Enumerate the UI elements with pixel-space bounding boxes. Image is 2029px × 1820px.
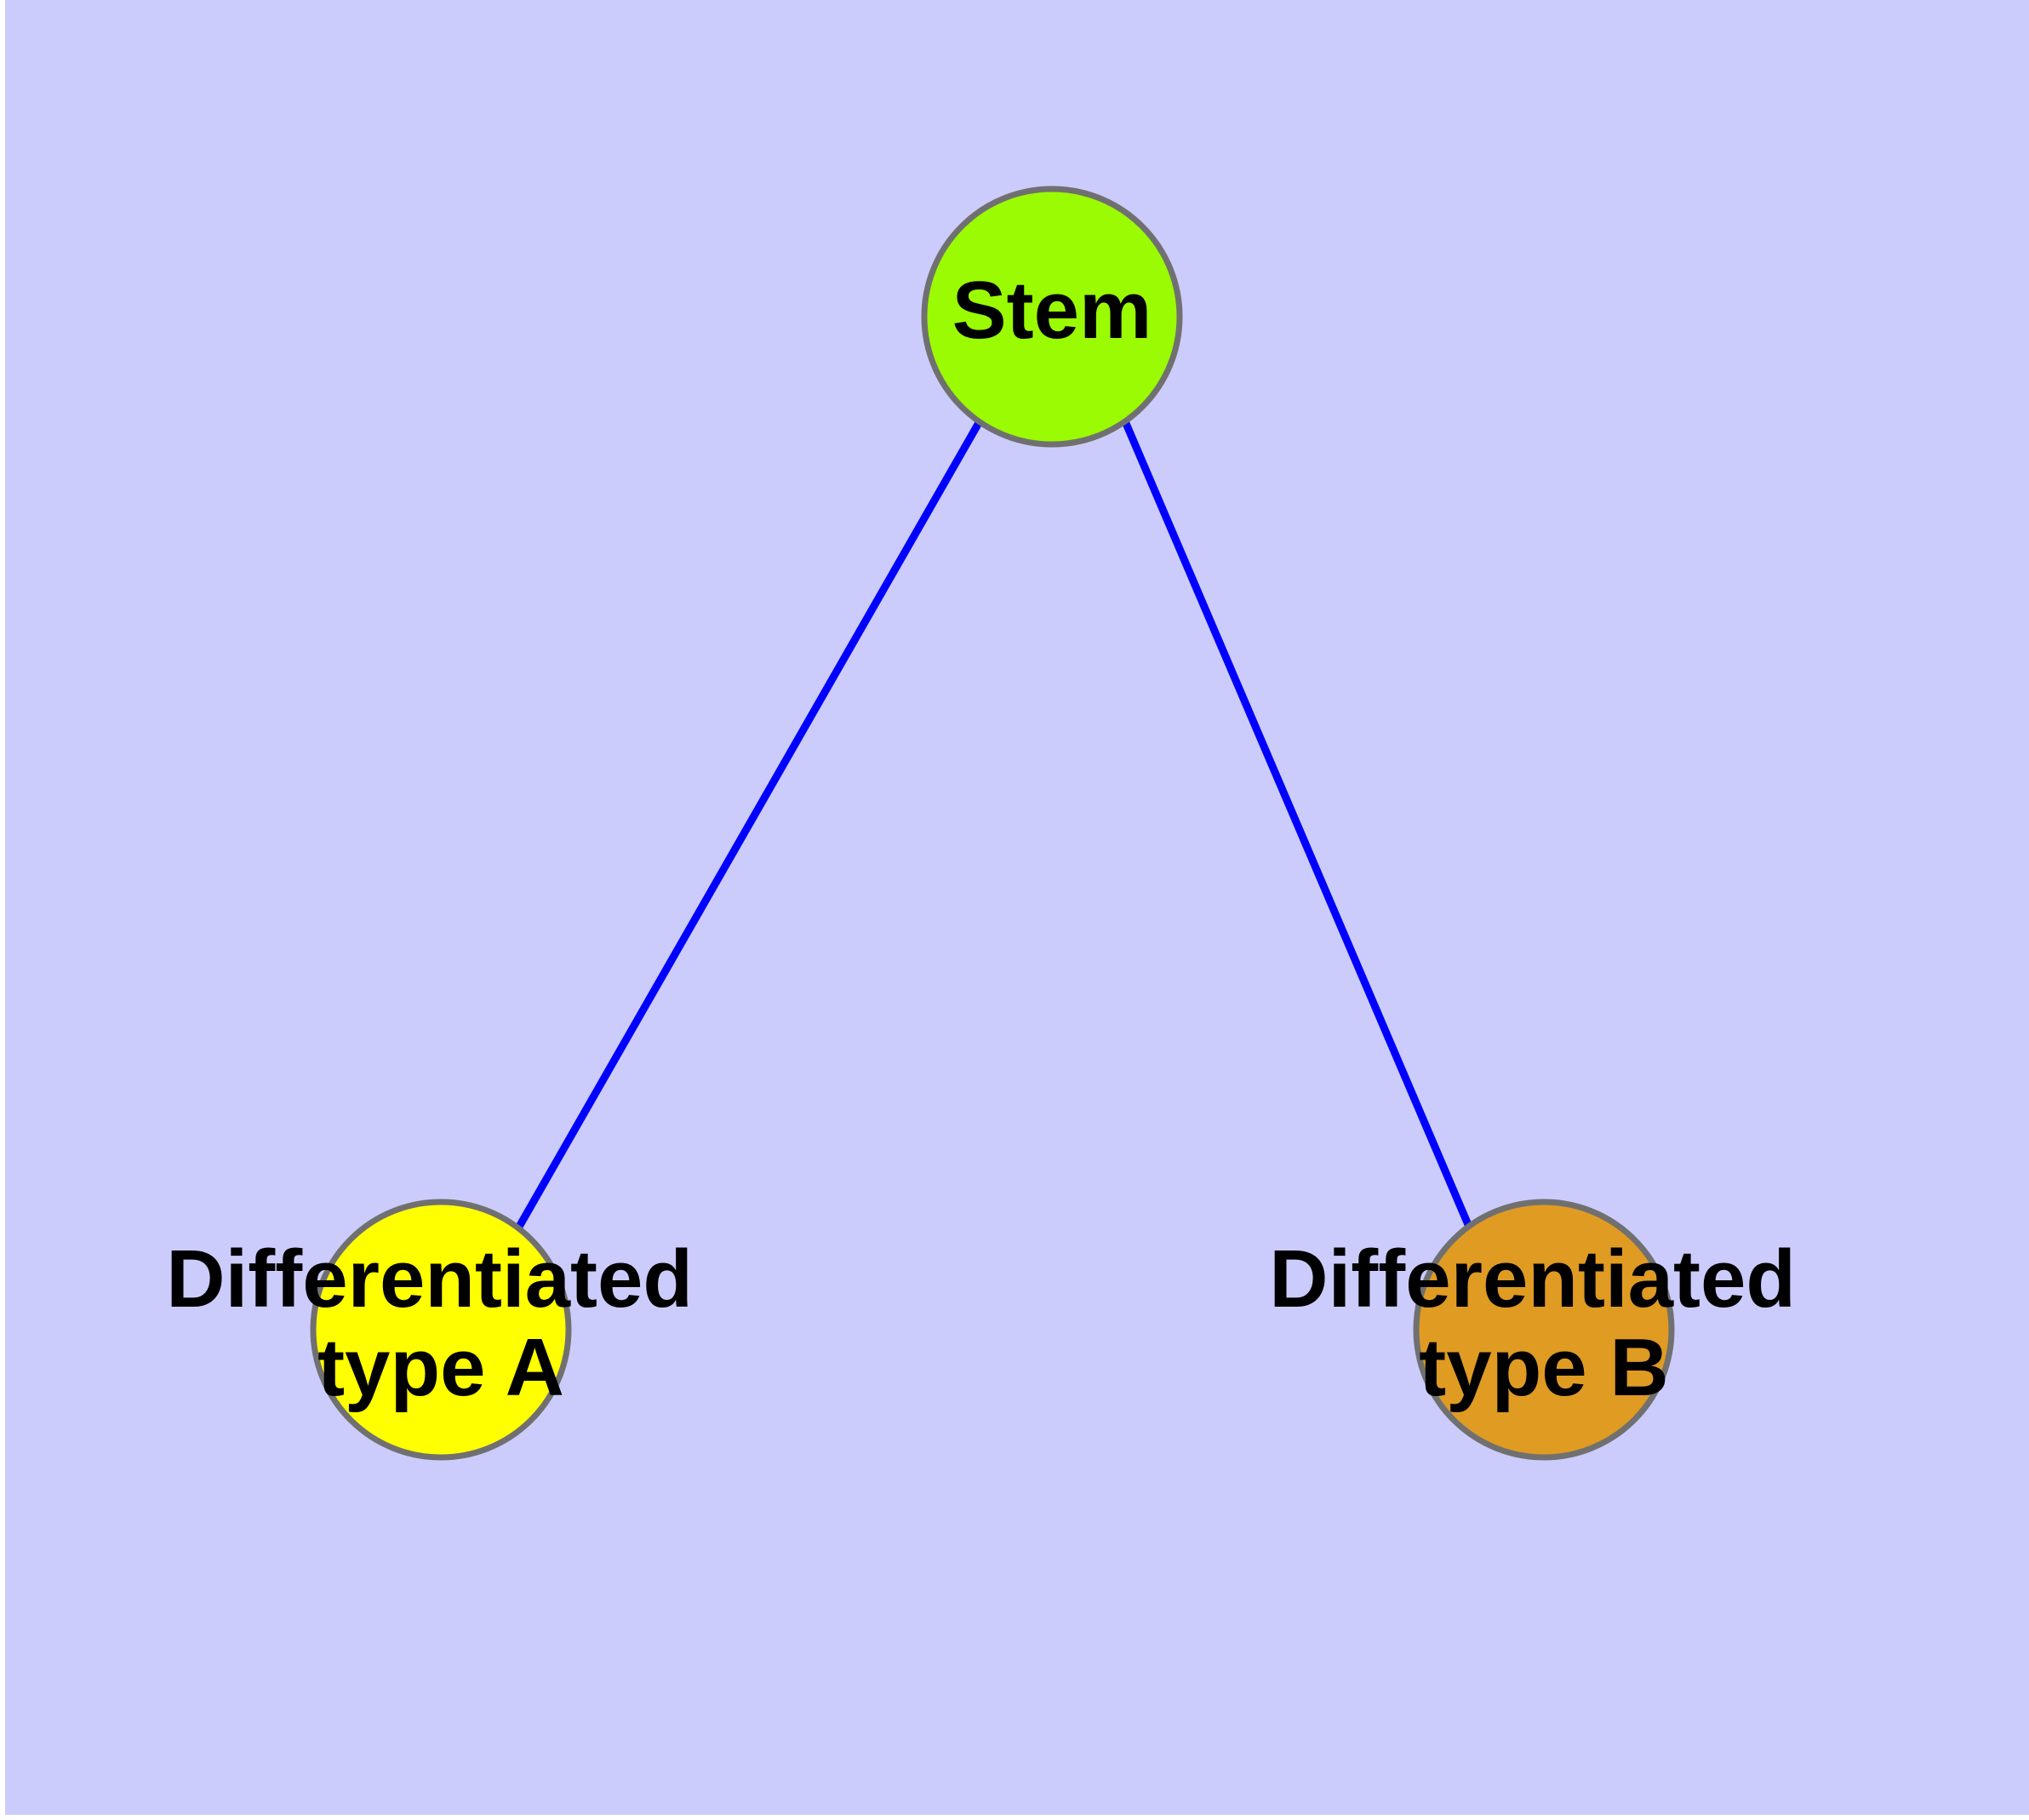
- edges-layer: [516, 419, 1473, 1229]
- node-labels-layer: Stem Differentiated type A Differentiate…: [166, 265, 1818, 1413]
- node-stem-circle[interactable]: [921, 186, 1183, 448]
- node-stem[interactable]: [921, 186, 1183, 448]
- edge-stem-to-diff-b[interactable]: [1121, 420, 1473, 1228]
- node-label-differentiated-type-b: Differentiated type B: [1269, 1233, 1818, 1413]
- node-differentiated-type-a[interactable]: [310, 1199, 572, 1461]
- node-differentiated-type-b[interactable]: [1413, 1199, 1675, 1461]
- node-differentiated-type-b-circle[interactable]: [1413, 1199, 1675, 1461]
- node-label-stem: Stem: [952, 265, 1152, 356]
- node-differentiated-type-a-circle[interactable]: [310, 1199, 572, 1461]
- nodes-layer: [310, 186, 1675, 1461]
- edge-stem-to-diff-a[interactable]: [516, 419, 983, 1229]
- node-label-differentiated-type-a: Differentiated type A: [166, 1233, 715, 1413]
